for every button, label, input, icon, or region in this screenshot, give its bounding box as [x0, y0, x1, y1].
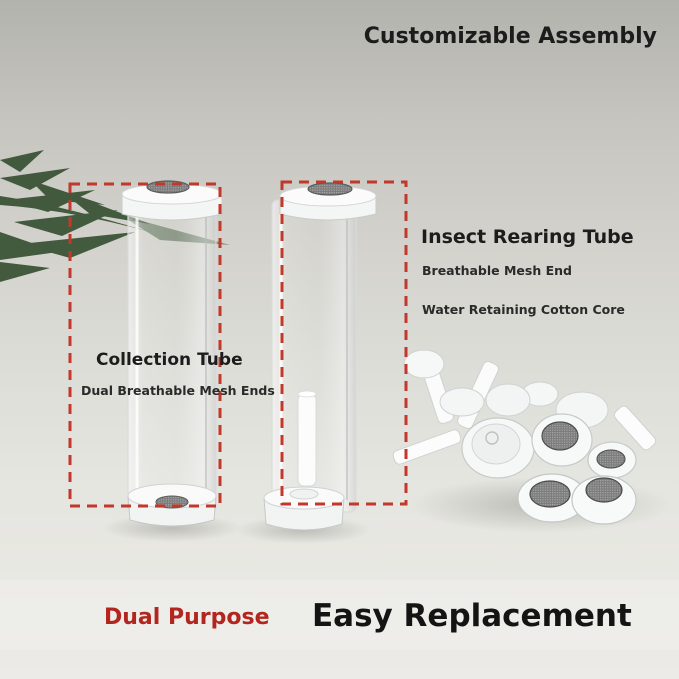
replacement-caps-graphic — [392, 349, 657, 525]
collection-tube-feature: Dual Breathable Mesh Ends — [81, 383, 275, 398]
insect-tube-title: Insect Rearing Tube — [421, 226, 634, 248]
insect-tube-feature: Breathable Mesh End — [422, 263, 572, 278]
insect-tube-outline — [280, 180, 408, 506]
collection-tube-title: Collection Tube — [96, 350, 243, 370]
collection-tube-outline — [68, 182, 222, 508]
headline: Customizable Assembly — [363, 24, 657, 49]
collection-tube-graphic — [121, 180, 223, 527]
insect-tube-feature: Water Retaining Cotton Core — [422, 302, 625, 317]
tagline-main: Easy Replacement — [312, 598, 632, 634]
tagline-accent: Dual Purpose — [104, 605, 270, 630]
insect-rearing-tube-graphic — [263, 182, 377, 531]
